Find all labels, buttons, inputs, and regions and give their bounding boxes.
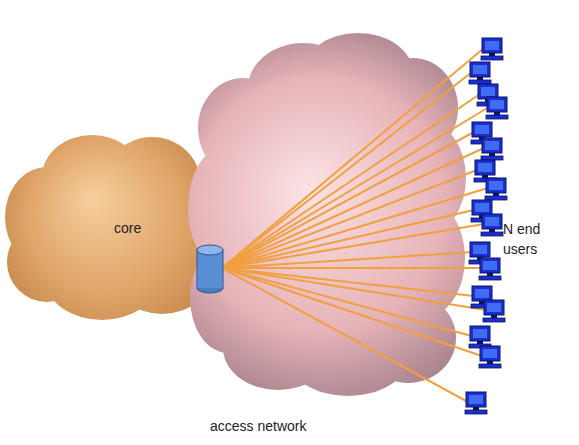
cloud-label: core (114, 220, 141, 237)
access-line (222, 107, 489, 268)
computer-icon (485, 178, 507, 200)
access-line (222, 48, 484, 268)
computer-icon (486, 97, 508, 119)
computer-icon (469, 62, 491, 84)
access-line (222, 148, 484, 268)
network-label: access network (210, 418, 306, 435)
access-line (222, 94, 480, 268)
computer-icon (481, 138, 503, 160)
computer-icon (481, 214, 503, 236)
access-line (222, 170, 477, 268)
access-line (222, 268, 472, 336)
access-line (222, 268, 474, 296)
users-label: N end users (503, 219, 563, 259)
computer-icon (469, 326, 491, 348)
access-line (222, 224, 484, 268)
computer-icon (479, 346, 501, 368)
access-line (222, 268, 468, 402)
computer-icon (479, 258, 501, 280)
access-line (222, 267, 482, 269)
computer-icon (465, 392, 487, 414)
computer-icon (481, 38, 503, 60)
access-line (222, 210, 474, 268)
router-cylinder (197, 245, 223, 293)
access-line (222, 268, 482, 356)
computer-icon (483, 300, 505, 322)
access-line (222, 188, 488, 268)
access-line (222, 252, 472, 268)
